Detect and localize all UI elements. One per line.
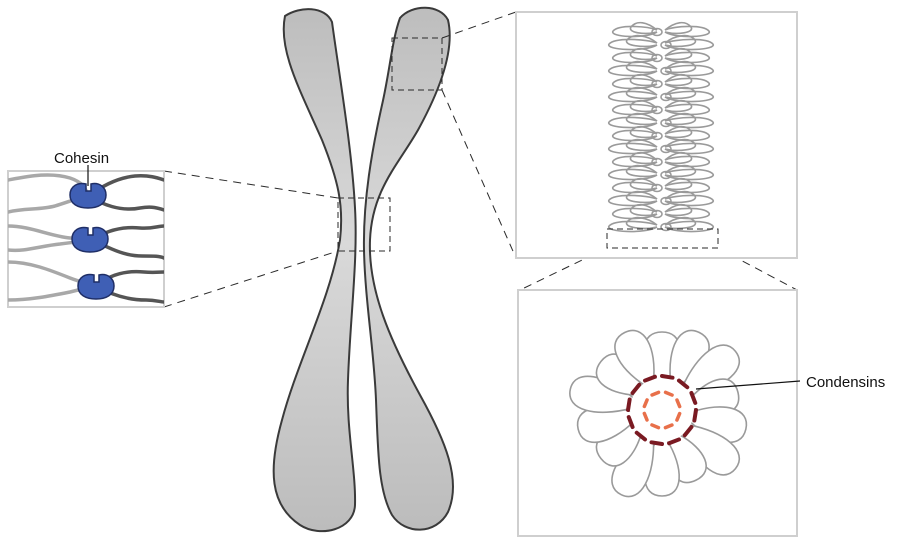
cohesin-label: Cohesin xyxy=(54,150,109,167)
condensin-outer xyxy=(694,410,696,421)
cohesin-panel xyxy=(8,165,164,307)
condensin-inner xyxy=(665,425,671,428)
condensin-inner xyxy=(677,400,680,406)
chromosome xyxy=(274,8,453,531)
condensin-outer xyxy=(651,442,662,444)
condensin-inner xyxy=(644,413,647,419)
right-chromatid xyxy=(364,8,453,530)
condensin-outer xyxy=(662,376,673,378)
loop-core xyxy=(630,378,694,442)
condensin-inner xyxy=(652,392,658,395)
left-chromatid xyxy=(274,9,356,531)
condensin-outer xyxy=(628,399,630,410)
loop-array-panel xyxy=(516,12,797,258)
rosette-panel xyxy=(518,290,800,536)
condensins-label: Condensins xyxy=(806,374,885,391)
